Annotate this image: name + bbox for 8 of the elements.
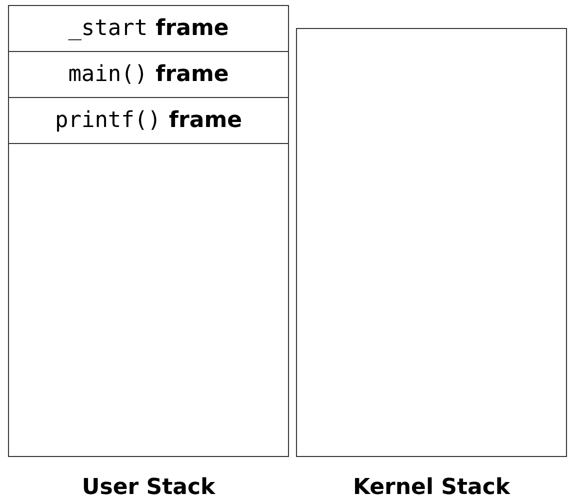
frame-label: frame xyxy=(168,107,242,135)
function-name: printf() xyxy=(54,107,161,135)
frame-label: frame xyxy=(156,15,229,43)
function-name: _start xyxy=(68,15,148,43)
frame-label: frame xyxy=(156,61,229,89)
function-name: main() xyxy=(68,61,148,89)
stack-label: User Stack xyxy=(82,474,216,502)
stack-label: Kernel Stack xyxy=(352,474,510,502)
